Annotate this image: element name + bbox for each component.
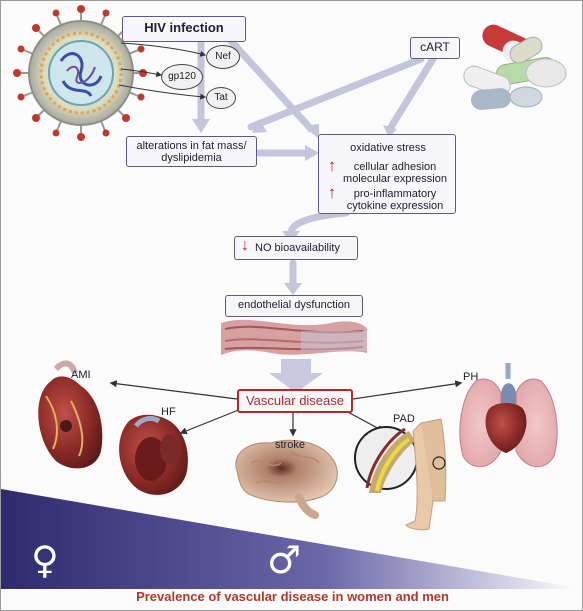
nef-node: Nef bbox=[206, 45, 240, 69]
male-symbol-icon: ♂ bbox=[267, 538, 302, 582]
down-arrow-icon: ↓ bbox=[241, 237, 249, 254]
no-bioavailability-label: NO bioavailability bbox=[255, 242, 340, 254]
ph-lungs-illustration bbox=[459, 363, 558, 468]
arrow-hiv-to-gp120 bbox=[120, 68, 163, 78]
stroke-label: stroke bbox=[275, 439, 305, 451]
female-symbol-icon: ♀ bbox=[31, 538, 59, 582]
arrow-hiv-to-tat bbox=[118, 84, 207, 100]
arrow-to-ami bbox=[109, 380, 238, 400]
cart-pills-illustration bbox=[463, 24, 567, 110]
ami-label: AMI bbox=[71, 369, 91, 381]
arrow-cart-to-fat bbox=[247, 55, 425, 131]
oxidative-stress-box: oxidative stress ↑ cellular adhesion mol… bbox=[318, 134, 456, 214]
cart-box: cART bbox=[410, 37, 460, 59]
arrow-hiv-to-nef bbox=[120, 42, 207, 57]
arrow-to-ph bbox=[352, 380, 463, 400]
figure-caption: Prevalence of vascular disease in women … bbox=[136, 589, 449, 604]
hf-heart-illustration bbox=[119, 414, 188, 495]
arrow-oxidative-to-no bbox=[287, 209, 350, 237]
up-arrow-icon: ↑ bbox=[327, 183, 337, 202]
pad-illustration bbox=[354, 418, 447, 531]
arrow-cart-to-oxidative bbox=[387, 55, 437, 131]
hf-label: HF bbox=[161, 406, 176, 418]
hiv-infection-box: HIV infection bbox=[122, 16, 246, 42]
vascular-disease-box: Vascular disease bbox=[237, 389, 353, 413]
endothelial-dysfunction-box: endothelial dysfunction bbox=[225, 295, 363, 317]
proinflammatory-label: pro-inflammatory cytokine expression bbox=[346, 188, 444, 212]
brain-illustration bbox=[235, 439, 338, 519]
prevalence-wedge bbox=[1, 489, 582, 589]
cellular-adhesion-label: cellular adhesion molecular expression bbox=[343, 161, 447, 185]
up-arrow-icon: ↑ bbox=[327, 156, 337, 175]
oxidative-stress-label: oxidative stress bbox=[350, 142, 426, 154]
ph-label: PH bbox=[463, 371, 479, 383]
pad-label: PAD bbox=[393, 413, 415, 425]
gp120-node: gp120 bbox=[161, 64, 203, 90]
fat-mass-box: alterations in fat mass/ dyslipidemia bbox=[126, 136, 257, 167]
tat-node: Tat bbox=[206, 87, 236, 109]
no-bioavailability-box: ↓ NO bioavailability bbox=[234, 236, 358, 260]
ami-heart-illustration bbox=[38, 360, 103, 469]
arrow-hiv-to-oxidative bbox=[227, 37, 315, 133]
arrow-to-hf bbox=[179, 408, 242, 435]
blood-vessel-illustration bbox=[221, 319, 367, 355]
arrow-endo-to-vascular bbox=[269, 359, 323, 393]
